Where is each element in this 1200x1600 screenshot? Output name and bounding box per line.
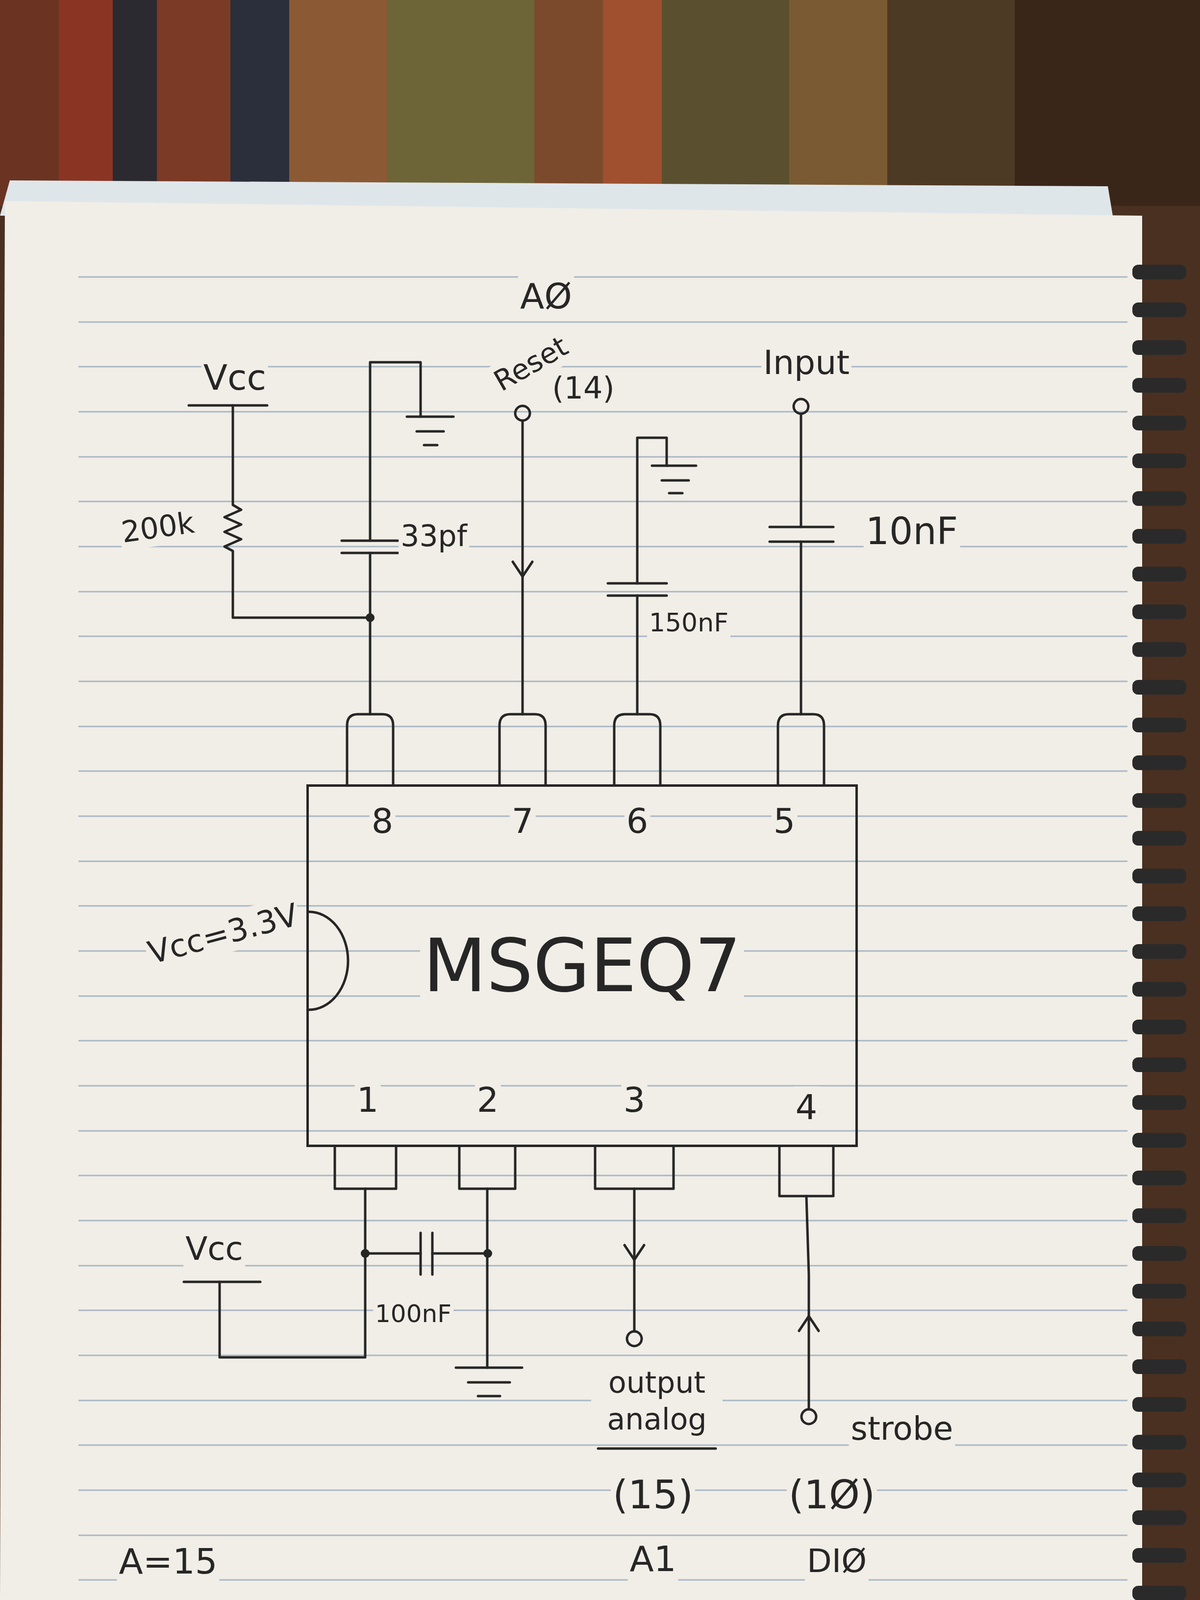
pin-number: (15) <box>610 1470 696 1520</box>
chip-name: MSGEQ7 <box>420 923 745 1009</box>
capacitor-value: 33pf <box>398 517 470 555</box>
pin-number: 2 <box>475 1078 501 1123</box>
pin-number: 8 <box>369 800 396 844</box>
supply-label: Vcc <box>183 1228 246 1270</box>
signal-name: Input <box>761 341 852 384</box>
signal-name: output analog <box>591 1364 723 1438</box>
pin-name: AØ <box>518 274 575 319</box>
pin-name: A1 <box>627 1536 678 1581</box>
capacitor-value: 10nF <box>863 507 961 555</box>
pin-number: (14) <box>550 369 617 408</box>
pin-number: 6 <box>624 800 651 844</box>
pin-name: DIØ <box>804 1541 869 1582</box>
pin-number: 1 <box>354 1078 381 1123</box>
pin-number: 5 <box>771 800 798 844</box>
pin-number: 4 <box>793 1086 820 1130</box>
capacitor-value: 150nF <box>647 606 731 639</box>
pin-number: (1Ø) <box>786 1470 877 1520</box>
capacitor-value: 100nF <box>373 1298 454 1330</box>
supply-label: Vcc <box>201 355 269 400</box>
note: A=15 <box>116 1539 220 1584</box>
pin-number: 3 <box>621 1078 648 1123</box>
signal-name: strobe <box>849 1408 956 1450</box>
pin-number: 7 <box>509 800 536 844</box>
